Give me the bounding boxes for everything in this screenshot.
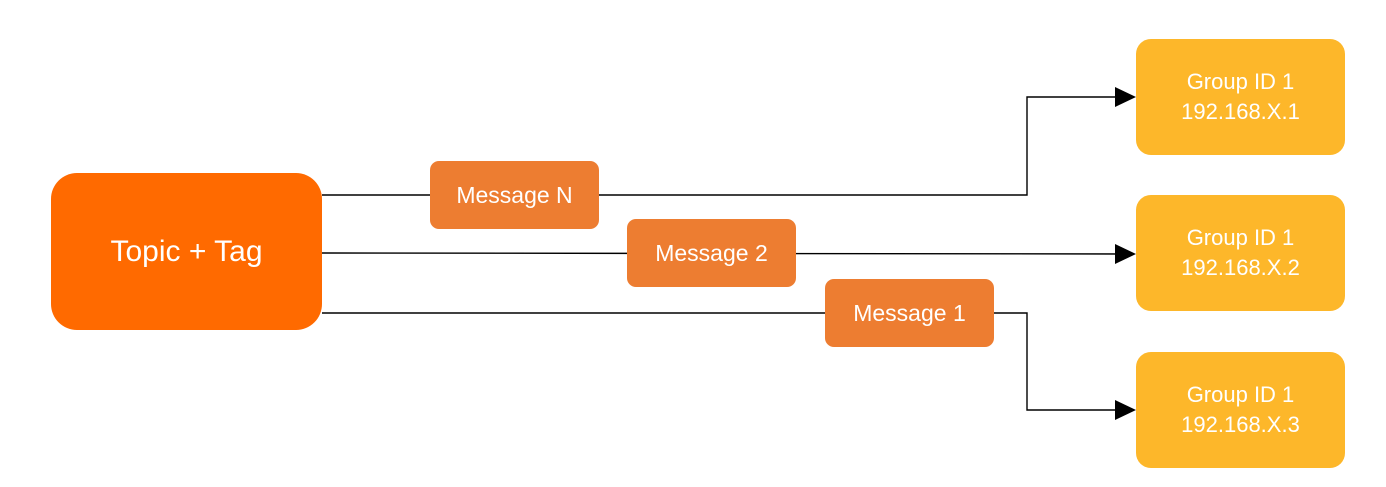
arrowhead-group-1 [1115,87,1136,107]
topic-tag-node: Topic + Tag [51,173,322,330]
message-1-node: Message 1 [825,279,994,347]
message-1-label: Message 1 [853,299,966,326]
group-node-3: Group ID 1 192.168.X.3 [1136,352,1345,468]
group-1-name: Group ID 1 [1186,69,1295,94]
topic-tag-label: Topic + Tag [110,234,263,268]
arrowhead-group-2 [1115,244,1136,264]
message-n-label: Message N [456,181,573,208]
group-3-name: Group ID 1 [1186,382,1295,407]
group-2-ip: 192.168.X.2 [1181,255,1300,280]
group-1-ip: 192.168.X.1 [1181,99,1300,124]
arrowhead-group-3 [1115,400,1136,420]
connector-message-n [322,96,1134,196]
group-2-name: Group ID 1 [1186,225,1295,250]
group-node-1: Group ID 1 192.168.X.1 [1136,39,1345,155]
group-3-ip: 192.168.X.3 [1181,412,1300,437]
connector-message-1 [322,312,1134,411]
group-node-2: Group ID 1 192.168.X.2 [1136,195,1345,311]
message-2-node: Message 2 [627,219,796,287]
message-n-node: Message N [430,161,599,229]
message-2-label: Message 2 [655,239,768,266]
